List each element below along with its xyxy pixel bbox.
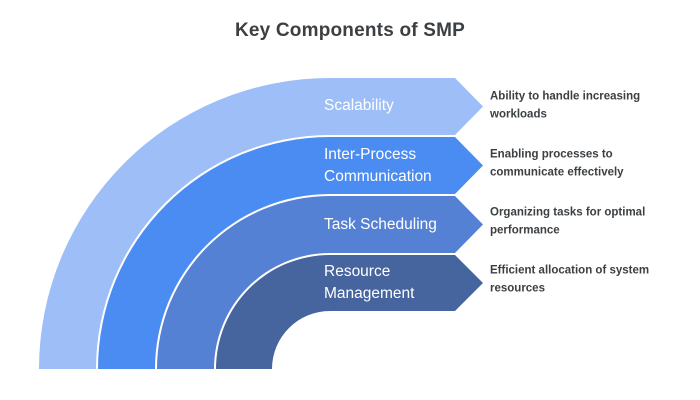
- band-description-task-scheduling: Organizing tasks for optimal performance: [490, 206, 646, 237]
- band-label-scalability: Scalability: [324, 97, 394, 114]
- band-arc-shape-1: [39, 78, 483, 369]
- band-description-resource-management: Efficient allocation of system resources: [490, 264, 650, 295]
- band-description-inter-process-communication: Enabling processes to communicate effect…: [490, 148, 624, 179]
- band-arc-shape-3: [157, 196, 483, 369]
- band-arc-shape-4: [216, 255, 483, 369]
- band-description-scalability: Ability to handle increasing workloads: [490, 90, 641, 121]
- band-label-inter-process-communication: Inter-Process Communication: [324, 146, 432, 185]
- band-label-resource-management: Resource Management: [324, 263, 415, 302]
- page-title: Key Components of SMP: [234, 20, 466, 41]
- band-label-task-scheduling: Task Scheduling: [324, 216, 437, 233]
- band-arc-shape-2: [98, 137, 483, 369]
